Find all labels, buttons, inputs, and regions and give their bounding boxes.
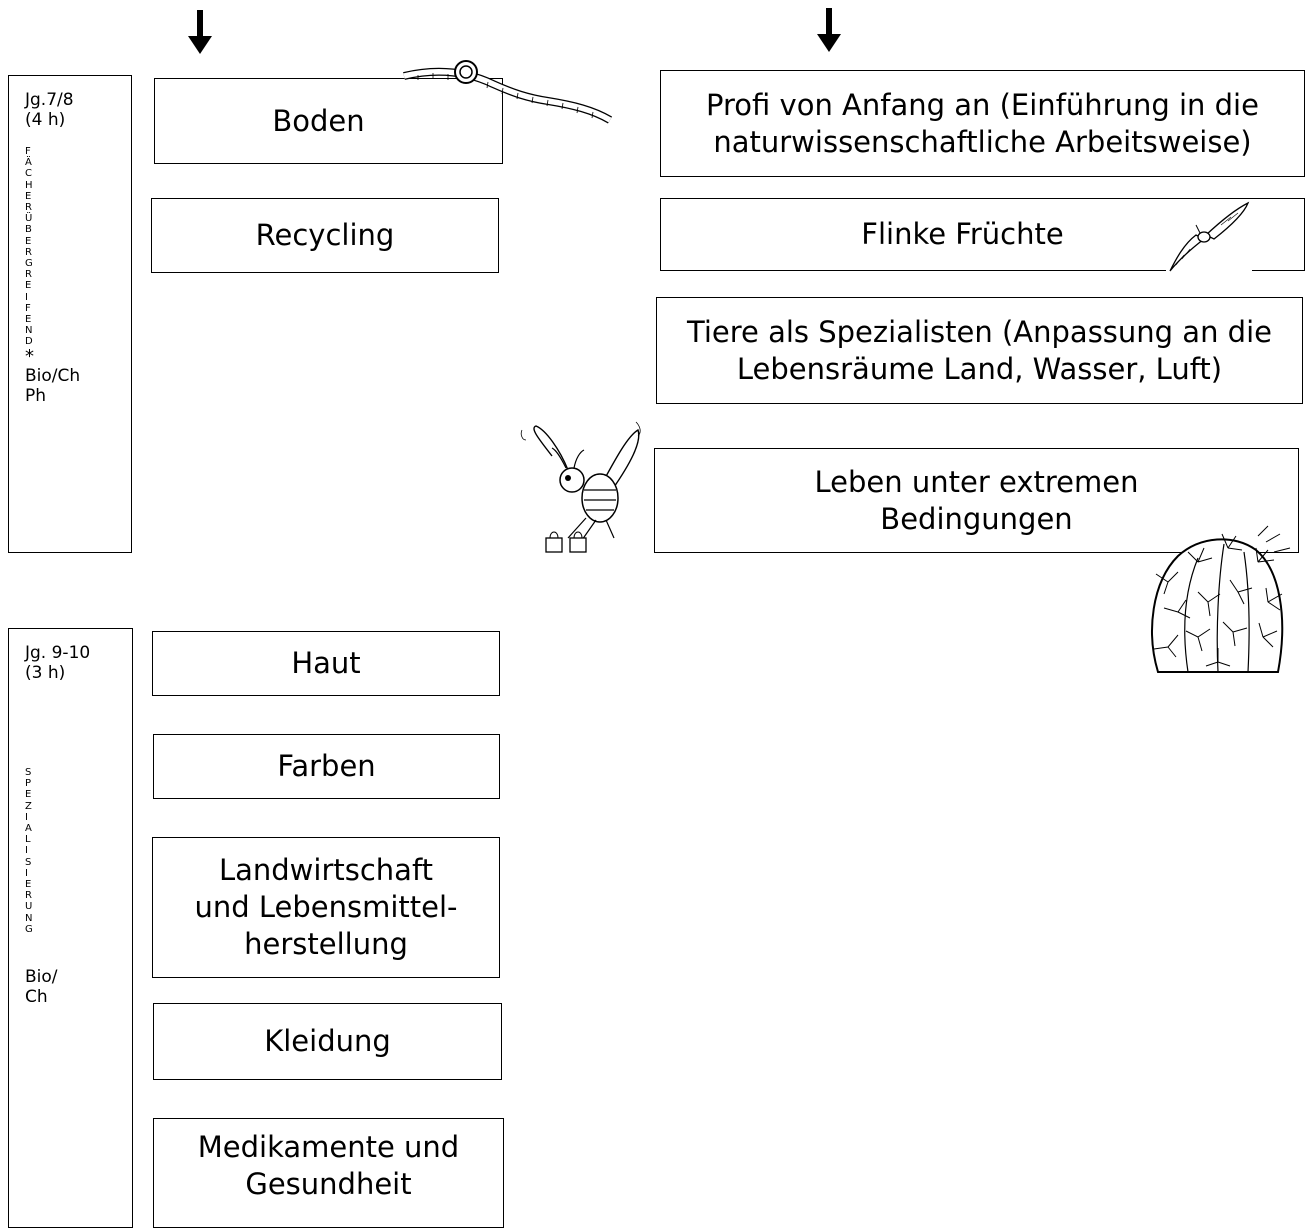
vertical-letter: C <box>25 168 32 180</box>
vertical-letter: G <box>25 923 33 935</box>
vertical-letter: E <box>25 280 32 292</box>
maple-seed-icon <box>1166 199 1252 275</box>
vertical-letter: Z <box>25 800 32 812</box>
vertical-letter: S <box>25 767 32 778</box>
group-title: Jg. 9-10 <box>25 643 91 663</box>
topic-kleidung[interactable]: Kleidung <box>153 1003 502 1080</box>
vertical-letter: H <box>25 179 33 191</box>
topic-label-line1: Medikamente und <box>197 1130 460 1164</box>
vertical-letter: R <box>25 269 32 281</box>
vertical-letter: Ä <box>25 157 32 169</box>
topic-profi[interactable]: Profi von Anfang an (Einführung in die n… <box>660 70 1305 177</box>
topic-label: Recycling <box>255 218 395 252</box>
group-title: Jg.7/8 <box>25 90 74 110</box>
vertical-letter: F <box>25 302 31 314</box>
vertical-letter: E <box>25 190 32 202</box>
vertical-letter: R <box>25 202 32 214</box>
vertical-letter: F <box>25 146 31 157</box>
vertical-letter: D <box>25 336 33 348</box>
topic-label-line2: und Lebensmittel- <box>194 890 458 924</box>
vertical-letter: R <box>25 246 32 258</box>
vertical-letter: R <box>25 890 32 902</box>
topic-tiere[interactable]: Tiere als Spezialisten (Anpassung an die… <box>656 297 1303 404</box>
vertical-letter: B <box>25 224 32 236</box>
down-arrow-icon-left <box>188 10 212 54</box>
topic-label-line2: naturwissenschaftliche Arbeitsweise) <box>713 124 1252 159</box>
topic-landwirtschaft[interactable]: Landwirtschaft und Lebensmittel- herstel… <box>152 837 500 978</box>
vertical-letter: Ü <box>25 213 33 225</box>
topic-leben-extrem[interactable]: Leben unter extremen Bedingungen <box>654 448 1299 553</box>
worm-icon <box>403 60 612 124</box>
vertical-letter: P <box>25 778 32 790</box>
vertical-letter: E <box>25 879 32 891</box>
topic-label-line1: Profi von Anfang an (Einführung in die <box>706 87 1259 122</box>
vertical-letter: G <box>25 258 33 270</box>
topic-label: Flinke Früchte <box>861 217 1064 251</box>
vertical-letter: I <box>25 845 28 857</box>
group-hours: (4 h) <box>25 110 66 130</box>
vertical-letter: * <box>25 345 34 367</box>
topic-label-line2: Bedingungen <box>880 501 1073 536</box>
vertical-letter: E <box>25 314 32 326</box>
topic-label: Boden <box>272 103 365 138</box>
vertical-letter: I <box>25 291 28 303</box>
down-arrow-icon-right <box>817 8 841 52</box>
group-subjects: Bio/Ch <box>25 365 81 386</box>
topic-label-line2: Gesundheit <box>245 1167 412 1201</box>
vertical-letter: I <box>25 867 28 879</box>
topic-label-line2: Lebensräume Land, Wasser, Luft) <box>736 351 1223 386</box>
topic-haut[interactable]: Haut <box>152 631 500 696</box>
bee-icon <box>520 421 641 553</box>
vertical-letter: E <box>25 789 32 801</box>
topic-label-line1: Tiere als Spezialisten (Anpassung an die <box>687 314 1272 349</box>
group-subjects-2: Ch <box>25 987 48 1008</box>
vertical-letter: L <box>25 834 31 846</box>
topic-farben[interactable]: Farben <box>153 734 500 799</box>
vertical-letter: A <box>25 823 32 835</box>
topic-label-line1: Leben unter extremen <box>814 464 1139 499</box>
topic-label-line1: Landwirtschaft <box>218 853 434 887</box>
topic-label: Farben <box>277 749 376 783</box>
cactus-icon <box>1151 525 1291 673</box>
vertical-letter: S <box>25 856 32 868</box>
topic-label: Kleidung <box>264 1024 391 1058</box>
topic-label-line3: herstellung <box>244 927 408 961</box>
vertical-letter: E <box>25 235 32 247</box>
group-hours: (3 h) <box>25 663 66 683</box>
topic-boden[interactable]: Boden <box>154 78 503 164</box>
group-subjects: Bio/ <box>25 967 58 988</box>
vertical-letter: N <box>25 912 33 924</box>
topic-medikamente[interactable]: Medikamente und Gesundheit <box>153 1118 504 1228</box>
group-subjects-2: Ph <box>25 385 47 406</box>
vertical-letter: N <box>25 325 33 337</box>
vertical-letter: I <box>25 811 28 823</box>
vertical-letter: U <box>25 901 33 913</box>
topic-recycling[interactable]: Recycling <box>151 198 499 273</box>
topic-label: Haut <box>291 646 361 680</box>
